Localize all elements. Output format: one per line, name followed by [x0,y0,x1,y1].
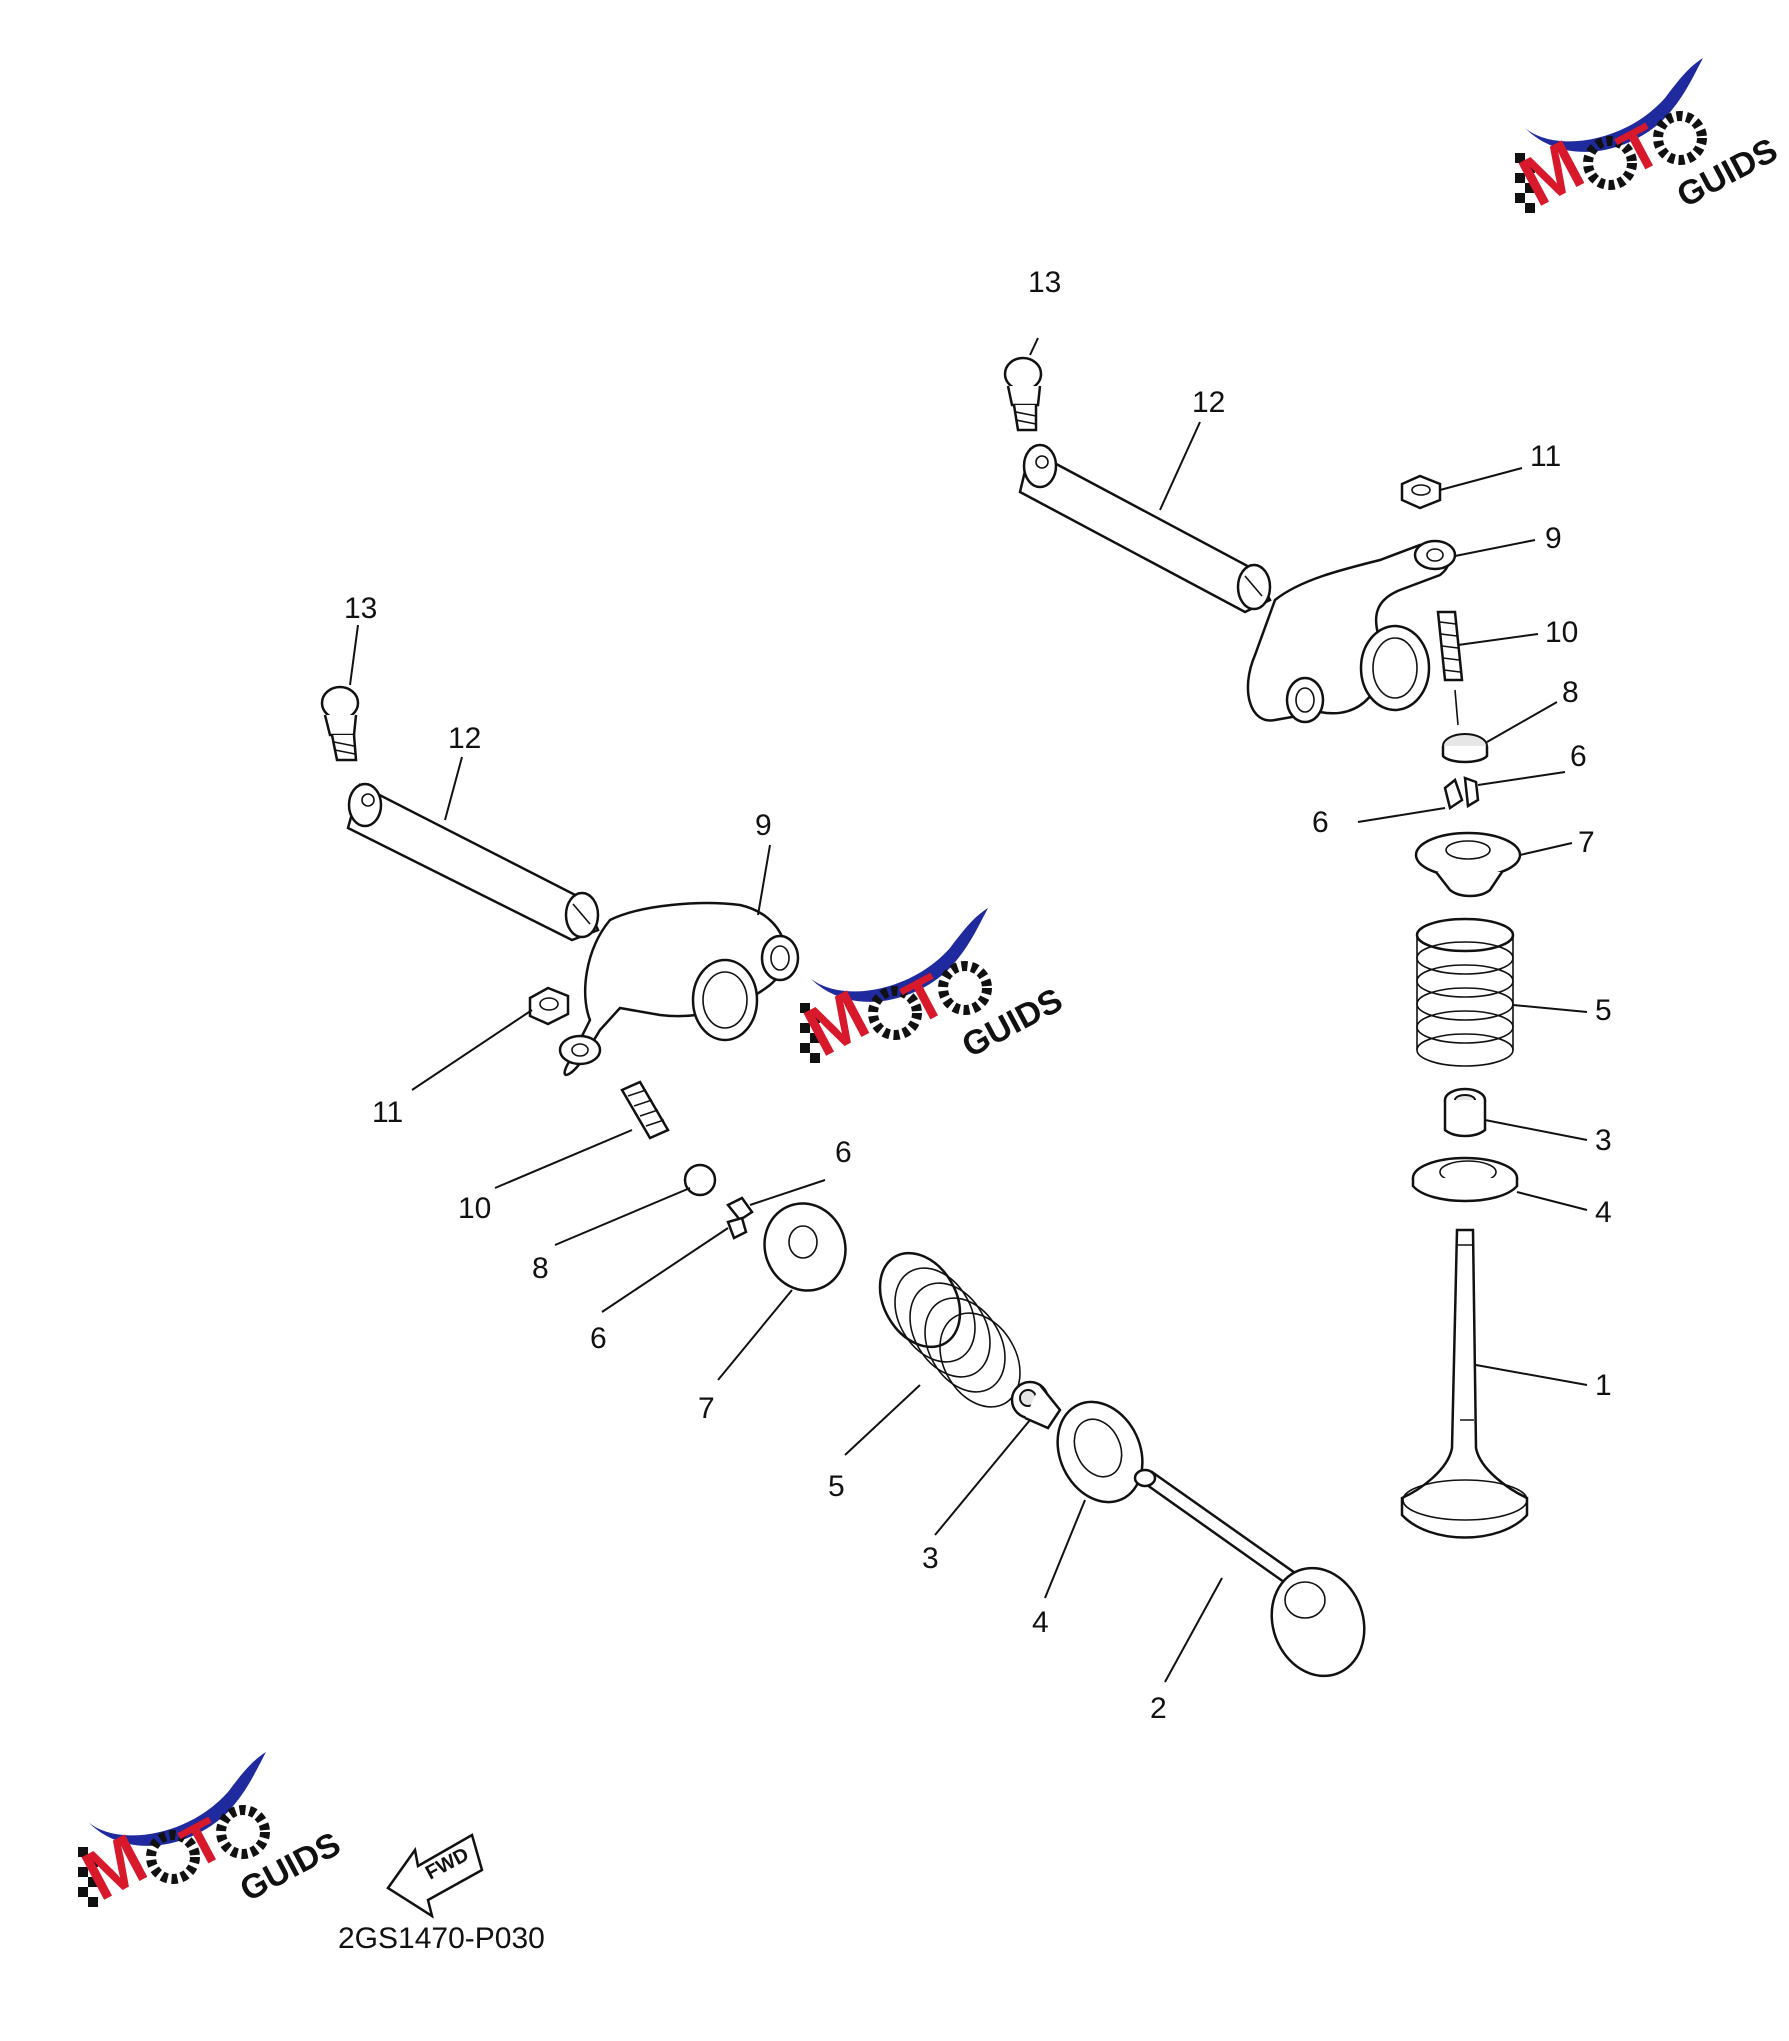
leader-2-left [1164,1577,1223,1683]
leader-12-left [444,756,463,821]
rocker-shaft-12-left [346,782,600,942]
callout-6-left-a: 6 [835,1136,852,1169]
leader-3-right [1484,1119,1588,1141]
leader-10-right [1457,633,1539,646]
callout-5-right: 5 [1595,994,1612,1027]
callout-6-right-a: 6 [1570,740,1587,773]
nut-11-left [528,986,570,1026]
callout-10-left: 10 [458,1192,491,1225]
callout-6-left-b: 6 [590,1322,607,1355]
callout-9-right: 9 [1545,522,1562,555]
leader-9-left [757,844,771,916]
callout-13-right: 13 [1028,266,1061,299]
nut-11-right [1400,474,1442,510]
callout-10-right: 10 [1545,616,1578,649]
drawing-code: 2GS1470-P030 [338,1922,545,1955]
valve-stem-seal-3-right [1443,1087,1487,1138]
left-valve-assembly [320,624,1366,1683]
callout-4-left: 4 [1032,1606,1049,1639]
callout-9-left: 9 [755,809,772,842]
valve-1-right [1400,1228,1529,1539]
adjuster-screw-10-right [1436,610,1464,726]
spring-seat-4-right [1411,1156,1519,1203]
adjuster-screw-10-left [620,1080,670,1140]
callout-8-left: 8 [532,1252,549,1285]
valve-2-left [1133,1468,1366,1678]
valve-cotter-6-left [726,1196,754,1240]
leader-12-right [1159,421,1201,511]
spring-retainer-7-right [1414,831,1522,898]
callout-12-left: 12 [448,722,481,755]
callout-7-right: 7 [1578,826,1595,859]
leader-7-left [717,1289,793,1381]
leader-1-right [1475,1364,1588,1386]
callout-2-left: 2 [1150,1692,1167,1725]
callout-7-left: 7 [698,1392,715,1425]
leader-10-left [494,1129,633,1189]
watermark-logo-center [792,908,1068,1071]
callout-4-right: 4 [1595,1196,1612,1229]
callout-8-right: 8 [1562,676,1579,709]
bolt-13-left [320,685,360,762]
leader-4-right [1516,1191,1588,1211]
valve-cap-8-right [1441,733,1489,764]
callout-3-left: 3 [922,1542,939,1575]
valve-cotter-6-right [1443,776,1480,811]
callout-1-right: 1 [1595,1369,1612,1402]
callout-3-right: 3 [1595,1124,1612,1157]
rocker-arm-9-left [558,901,800,1077]
valve-cap-8-left [683,1163,717,1197]
leader-9-right [1454,539,1536,557]
leader-11-right [1439,467,1523,491]
valve-stem-seal-3-left [1010,1380,1062,1430]
callout-11-left: 11 [372,1096,403,1129]
rocker-shaft-12-right [1018,443,1272,614]
callout-13-left: 13 [344,592,377,625]
leader-7-right [1519,842,1573,856]
leader-8-left [554,1187,691,1246]
callout-5-left: 5 [828,1470,845,1503]
forward-arrow-icon: FWD [386,1833,484,1919]
leader-5-right [1512,1004,1588,1013]
right-valve-assembly [1003,337,1588,1539]
bolt-13-right [1003,356,1043,432]
leader-4-left [1044,1499,1086,1599]
watermark-logo-bottom-left [70,1752,346,1915]
callout-6-right-b: 6 [1312,806,1329,839]
valve-spring-5-left [878,1251,1021,1408]
leader-13-right [1029,337,1039,356]
leader-8-right [1486,701,1558,743]
leader-5-left [844,1384,921,1456]
leader-11-left [411,1009,533,1091]
leader-6-left-a [749,1179,826,1206]
watermark-logo-top-right [1507,58,1783,221]
leader-6-right-b [1357,807,1446,823]
leader-6-left-b [601,1227,729,1313]
spring-seat-4-left [1056,1400,1144,1504]
callout-12-right: 12 [1192,386,1225,419]
valve-spring-5-right [1415,917,1515,1067]
leader-13-left [349,624,359,686]
callout-11-right: 11 [1530,440,1561,473]
spring-retainer-7-left [763,1202,847,1292]
rocker-arm-9-right [1246,539,1457,724]
leader-3-left [934,1419,1031,1536]
leader-6-right-a [1477,771,1566,786]
